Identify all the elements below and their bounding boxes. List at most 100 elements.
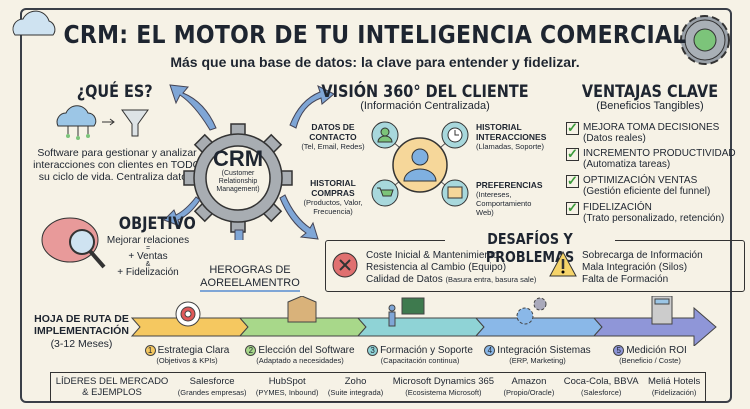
- ventaja-title: MEJORA TOMA DECISIONES: [583, 122, 720, 133]
- ventaja-desc: (Datos reales): [583, 133, 646, 144]
- box-icon: [287, 296, 317, 323]
- leader-desc: (Grandes empresas): [177, 388, 247, 397]
- leader-desc: (Salesforce): [580, 388, 622, 397]
- vision-item-title: DATOS DE CONTACTO: [309, 122, 357, 142]
- roadmap-segment-4: [474, 317, 603, 337]
- checkbox-icon: ✓: [566, 146, 579, 161]
- leader-name: Salesforce: [189, 376, 235, 387]
- cloud-icon: [12, 10, 56, 36]
- desafio-item: Falta de Formación: [582, 274, 669, 285]
- warning-icon: [549, 250, 577, 277]
- arrow-to-objetivo: [163, 196, 201, 227]
- brain-magnifier-icon: [41, 217, 106, 269]
- desafios-heading: DESAFÍOS Y PROBLEMAS: [445, 230, 615, 266]
- objetivo-amp: &: [145, 261, 151, 268]
- que-es-description: Software para gestionar y analizar inter…: [33, 147, 201, 183]
- step-desc: (Capacitación continua): [380, 356, 460, 365]
- step-desc: (Beneficio / Coste): [619, 356, 681, 365]
- leader-desc: (Ecosistema Microsoft): [405, 388, 482, 397]
- ventaja-desc: (Gestión eficiente del funnel): [583, 186, 711, 197]
- roadmap-arrow: [130, 296, 717, 346]
- leader-name: Meliá Hotels: [647, 376, 701, 387]
- gear-icon: [680, 15, 730, 65]
- ventaja-desc: (Automatiza tareas): [583, 159, 671, 170]
- leaders-heading: LÍDERES DEL MERCADO: [55, 376, 169, 387]
- crm-gear: [183, 123, 293, 233]
- leaders-heading: & EJEMPLOS: [82, 387, 142, 398]
- checkbox-icon: ✓: [566, 120, 579, 135]
- step-desc: (Adaptado a necesidades): [256, 356, 344, 365]
- ventaja-desc: (Trato personalizado, retención): [583, 213, 725, 224]
- leader-name: Microsoft Dynamics 365: [392, 376, 495, 387]
- step-number: 1: [144, 345, 156, 356]
- step-number: 3: [367, 345, 379, 356]
- desafio-item: Mala Integración (Silos): [582, 262, 688, 273]
- page-subtitle: Más que una base de datos: la clave para…: [170, 54, 580, 70]
- cloud-funnel-icon: [56, 105, 149, 140]
- step-title: Elección del Software: [258, 345, 355, 356]
- desafio-note: (Basura entra, basura sale): [445, 275, 537, 284]
- teacher-board-icon: [401, 297, 425, 315]
- herogras-line1: HEROGRAS DE: [209, 264, 291, 276]
- checkbox-icon: ✓: [566, 173, 579, 188]
- ventaja-item: ✓ MEJORA TOMA DECISIONES(Datos reales): [566, 120, 720, 144]
- objetivo-heading: OBJETIVO: [118, 214, 196, 234]
- leader-name: Zoho: [344, 376, 367, 387]
- leader-desc: (Propio/Oracle): [503, 388, 555, 397]
- arrow-to-desafios: [279, 194, 319, 240]
- vision-item-desc: (Llamadas, Soporte): [476, 142, 544, 151]
- arrow-to-herogras: [234, 229, 244, 240]
- ventaja-item: ✓ FIDELIZACIÓN(Trato personalizado, reten…: [566, 200, 725, 224]
- que-es-heading: ¿QUÉ ES?: [76, 82, 153, 102]
- step-number: 5: [613, 345, 625, 356]
- step-desc: (ERP, Marketing): [509, 356, 566, 365]
- arrow-to-vision: [289, 85, 335, 129]
- step-title: Estrategia Clara: [157, 345, 230, 356]
- vision-item-desc: (Intereses, Comportamiento Web): [476, 190, 532, 217]
- roadmap-duration: (3-12 Meses): [50, 338, 113, 350]
- objetivo-line2: + Ventas: [128, 251, 168, 262]
- vision-item-desc: (Tel, Email, Redes): [301, 142, 365, 151]
- page-title: CRM: EL MOTOR DE TU INTELIGENCIA COMERCI…: [63, 20, 687, 49]
- leader-desc: (PYMES, Inbound): [255, 388, 319, 397]
- desafio-item: Calidad de Datos: [366, 274, 443, 285]
- vision-item-title: HISTORIAL INTERACCIONES: [476, 122, 547, 142]
- arrow-to-que-es: [169, 84, 217, 131]
- vision-item-desc: (Productos, Valor, Frecuencia): [303, 198, 363, 216]
- ventaja-title: INCREMENTO PRODUCTIVIDAD: [583, 148, 736, 159]
- vision-heading: VISIÓN 360° DEL CLIENTE: [321, 82, 529, 102]
- objetivo-line1: Mejorar relaciones: [106, 235, 190, 246]
- ventaja-title: OPTIMIZACIÓN VENTAS: [583, 175, 698, 186]
- step-number: 4: [484, 345, 496, 356]
- step-title: Formación y Soporte: [380, 345, 473, 356]
- flow-arrows: [163, 84, 335, 240]
- vision-item-title: PREFERENCIAS: [476, 180, 543, 190]
- leaders-box: LÍDERES DEL MERCADO& EJEMPLOS Salesforce…: [50, 372, 706, 402]
- ventaja-title: FIDELIZACIÓN: [583, 202, 652, 213]
- ventajas-subheading: (Beneficios Tangibles): [596, 100, 704, 112]
- desafio-item: Sobrecarga de Información: [582, 250, 703, 261]
- ventajas-heading: VENTAJAS CLAVE: [581, 82, 719, 102]
- desafio-item: Resistencia al Cambio (Equipo): [366, 262, 507, 273]
- roadmap-segment-5: [592, 306, 717, 346]
- leader-name: Coca-Cola, BBVA: [563, 376, 639, 387]
- ventaja-item: ✓ OPTIMIZACIÓN VENTAS(Gestión eficiente d…: [566, 173, 711, 197]
- leader-name: HubSpot: [268, 376, 306, 387]
- customer-network: [371, 121, 469, 207]
- vision-subheading: (Información Centralizada): [360, 100, 490, 112]
- ventaja-item: ✓ INCREMENTO PRODUCTIVIDAD(Automatiza tar…: [566, 146, 736, 170]
- crm-fullname: (Customer Relationship Management): [216, 170, 260, 193]
- roadmap-heading: HOJA DE RUTA DE IMPLEMENTACIÓN: [34, 313, 129, 337]
- desafio-item: Coste Inicial & Mantenimiento: [366, 250, 499, 261]
- error-x-icon: [332, 252, 358, 278]
- step-number: 2: [245, 345, 257, 356]
- herogras-line2: AOREELAMENTRO: [200, 277, 300, 289]
- objetivo-line3: + Fidelización: [117, 267, 179, 278]
- page-frame: [20, 8, 732, 403]
- step-desc: (Objetivos & KPIs): [156, 356, 218, 365]
- checkbox-icon: ✓: [566, 200, 579, 215]
- roadmap-segment-3: [356, 317, 485, 337]
- objetivo-eq: =: [145, 245, 151, 252]
- leader-desc: (Fidelización): [651, 388, 697, 397]
- step-title: Medición ROI: [626, 345, 687, 356]
